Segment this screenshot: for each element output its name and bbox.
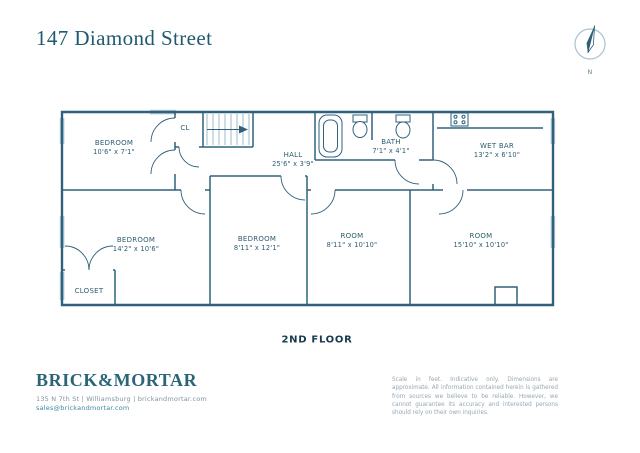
- room-dims: 25'6" x 3'9": [272, 160, 314, 169]
- floor-plan: [55, 104, 560, 309]
- stair-direction-arrow-icon: [207, 125, 248, 134]
- bath-fixtures: [318, 114, 411, 158]
- bathtub-inner: [323, 119, 338, 153]
- footer-disclaimer: Scale in feet. Indicative only. Dimensio…: [392, 377, 558, 417]
- room-name: CL: [180, 123, 190, 132]
- toilet-icon: [352, 114, 368, 138]
- room-name: BATH: [381, 138, 401, 147]
- sink-icon: [395, 114, 411, 139]
- page-title: 147 Diamond Street: [36, 26, 213, 50]
- room-name: WET BAR: [479, 142, 515, 151]
- wetbar-appliance-icon: [450, 112, 469, 127]
- room-name: CLOSET: [74, 286, 104, 295]
- room-name: ROOM: [340, 232, 364, 241]
- floor-plan-drawing: [59, 109, 556, 307]
- stairs: [206, 114, 250, 145]
- exterior-walls: [60, 110, 555, 307]
- room-dims: 7'1" x 4'1": [372, 147, 410, 156]
- room-dims: 8'11" x 10'10": [326, 241, 378, 250]
- room-label-bath: BATH 7'1" x 4'1": [372, 137, 409, 157]
- floor-label: 2ND FLOOR: [281, 334, 353, 346]
- room-name: BEDROOM: [94, 139, 134, 148]
- footer-email: sales@brickandmortar.com: [36, 404, 130, 412]
- door-arcs: [64, 117, 464, 271]
- interior-walls: [62, 112, 553, 305]
- compass-icon: [574, 25, 606, 60]
- room-dims: 8'11" x 12'1": [233, 244, 281, 253]
- compass-north-label: N: [587, 68, 593, 76]
- room-dims: 10'6" x 7'1": [93, 148, 135, 157]
- room-label-bedroom-bottom-left: BEDROOM 14'2" x 10'6": [113, 235, 159, 255]
- room-label-bedroom-middle: BEDROOM 8'11" x 12'1": [234, 234, 280, 254]
- compass: N: [570, 22, 610, 82]
- room-label-wet-bar: WET BAR 13'2" x 6'10": [474, 141, 520, 161]
- room-label-hall: HALL 25'6" x 3'9": [272, 150, 314, 170]
- room-dims: 13'2" x 6'10": [473, 151, 521, 160]
- room-label-bedroom-top-left: BEDROOM 10'6" x 7'1": [93, 138, 135, 158]
- room-dims: 14'2" x 10'6": [112, 245, 160, 254]
- room-name: ROOM: [469, 232, 493, 241]
- room-dims: 15'10" x 10'10": [453, 241, 509, 250]
- room-label-room-2: ROOM 15'10" x 10'10": [453, 231, 508, 251]
- room-label-room-1: ROOM 8'11" x 10'10": [327, 231, 378, 251]
- footer-address: 135 N 7th St | Williamsburg | brickandmo…: [36, 395, 207, 403]
- brand-logo: BRICK&MORTAR: [36, 370, 198, 390]
- room-name: BEDROOM: [237, 235, 277, 244]
- room-name: BEDROOM: [116, 236, 156, 245]
- room-name: HALL: [283, 151, 303, 160]
- room-label-cl: CL: [180, 123, 189, 133]
- room-label-closet: CLOSET: [75, 286, 104, 296]
